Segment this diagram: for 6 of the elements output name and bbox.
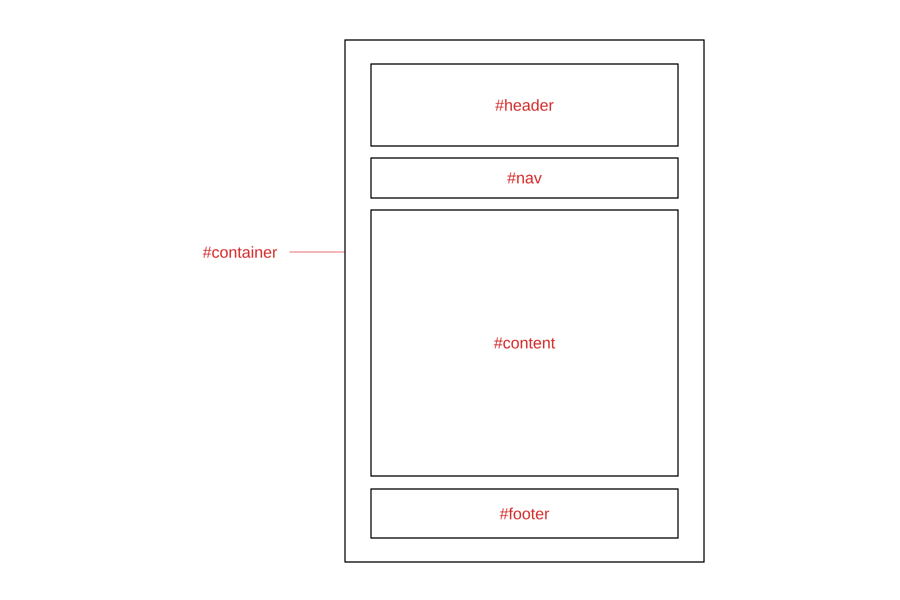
layout-box: #nav [370,157,679,199]
container-box [344,39,705,563]
container-label: #container [202,246,278,258]
layout-box: #footer [370,488,679,539]
layout-box: #content [370,209,679,477]
layout-box: #header [370,63,679,147]
